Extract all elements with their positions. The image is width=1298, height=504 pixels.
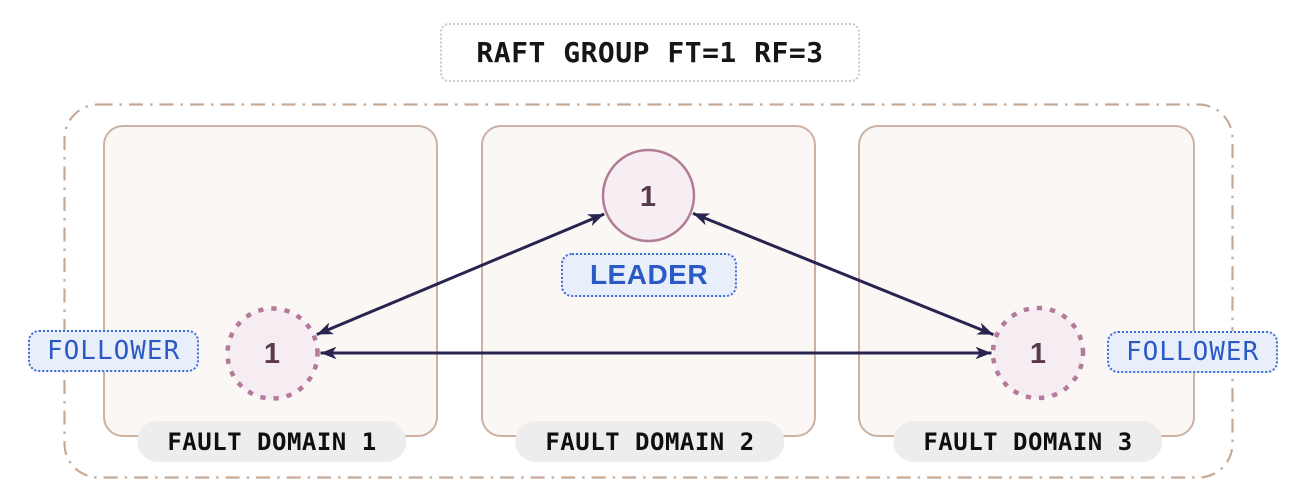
fault-domain-3-label: FAULT DOMAIN 3 bbox=[893, 421, 1163, 462]
follower-node-3-number: 1 bbox=[1029, 337, 1047, 370]
follower-role-label-1: FOLLOWER bbox=[28, 330, 200, 372]
leader-role-label: LEADER bbox=[560, 253, 738, 297]
fault-domain-1-label: FAULT DOMAIN 1 bbox=[137, 421, 407, 462]
follower-role-label-3: FOLLOWER bbox=[1107, 331, 1279, 373]
follower-node-1-number: 1 bbox=[263, 337, 281, 370]
raft-group-title: RAFT GROUP FT=1 RF=3 bbox=[440, 23, 860, 82]
leader-node-number: 1 bbox=[639, 180, 657, 213]
fault-domain-1-box bbox=[103, 125, 438, 437]
fault-domain-3-box bbox=[858, 125, 1195, 437]
fault-domain-2-label: FAULT DOMAIN 2 bbox=[515, 421, 785, 462]
